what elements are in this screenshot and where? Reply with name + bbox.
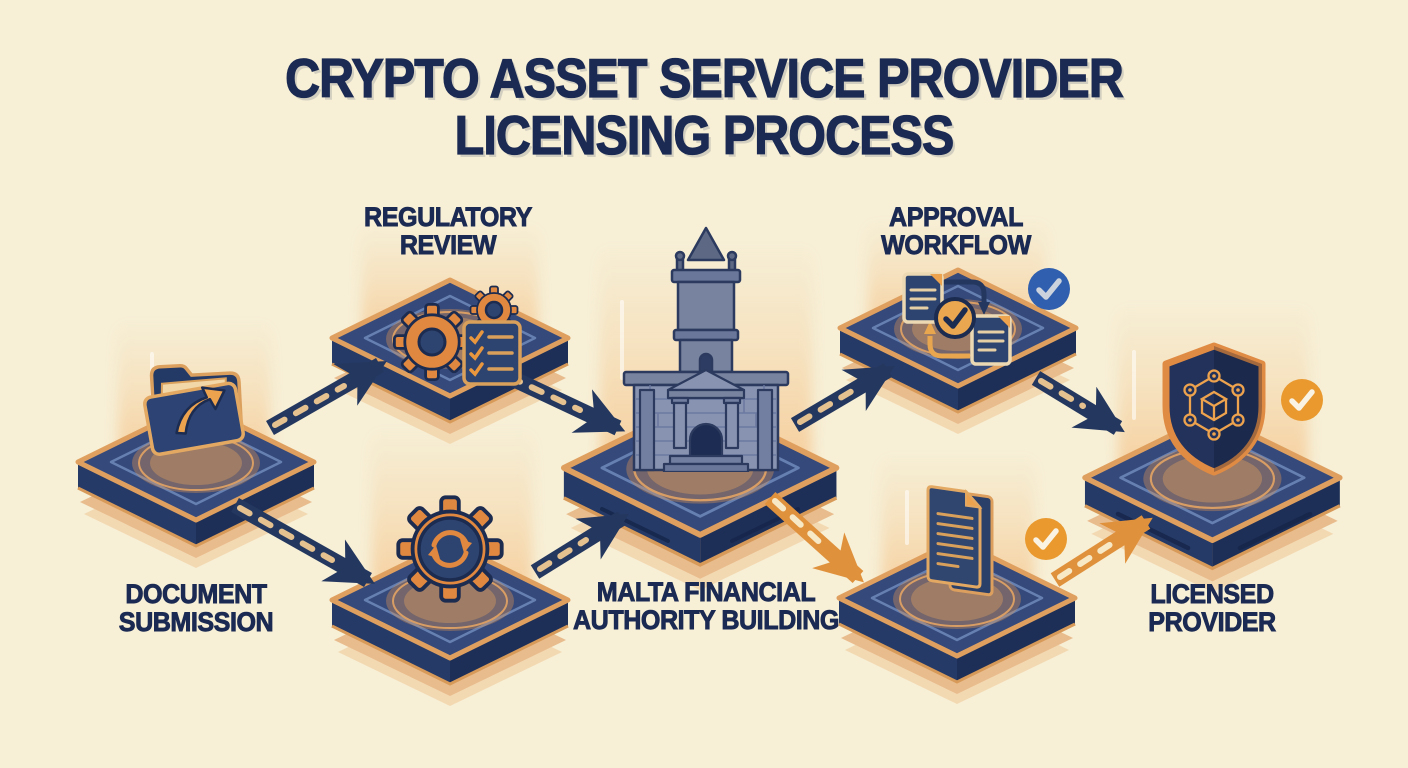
light-streak	[905, 490, 909, 545]
title-line-1: CRYPTO ASSET SERVICE PROVIDER	[285, 47, 1125, 109]
shield-network-icon	[1162, 342, 1266, 476]
label-line: PROVIDER	[1148, 607, 1277, 637]
arrow-approved-documents-to-licensed-provider	[1050, 515, 1153, 587]
arrow-processing-gear-to-malta-financial-authority	[530, 511, 629, 579]
label-line: REVIEW	[399, 230, 497, 260]
label-line: SUBMISSION	[118, 607, 274, 637]
page-title: CRYPTO ASSET SERVICE PROVIDER LICENSING …	[84, 47, 1323, 166]
arrow-malta-financial-authority-to-approval-workflow	[790, 363, 895, 432]
label-approval-workflow: APPROVAL WORKFLOW	[807, 202, 1105, 260]
label-line: APPROVAL	[889, 202, 1024, 232]
gears-checklist-icon	[392, 285, 522, 386]
orange-check-badge	[1281, 379, 1323, 421]
arrow-document-submission-to-processing-gear	[231, 498, 375, 587]
label-line: LICENSED	[1150, 579, 1275, 609]
label-line: MALTA FINANCIAL	[596, 577, 816, 607]
label-licensed-provider: LICENSED PROVIDER	[1063, 579, 1361, 637]
label-malta-financial-authority: MALTA FINANCIAL AUTHORITY BUILDING	[557, 577, 855, 635]
label-line: REGULATORY	[364, 202, 533, 232]
arrow-approval-workflow-to-licensed-provider	[1031, 371, 1125, 435]
title-line-2: LICENSING PROCESS	[454, 104, 955, 166]
label-document-submission: DOCUMENT SUBMISSION	[47, 579, 345, 637]
orange-check-badge	[1025, 518, 1067, 560]
arrow-malta-financial-authority-to-approved-documents	[764, 492, 864, 583]
light-streak	[620, 300, 624, 380]
approved-document-icon	[926, 485, 994, 597]
label-line: DOCUMENT	[125, 579, 268, 609]
label-line: AUTHORITY BUILDING	[573, 605, 840, 635]
documents-cycle-check-icon	[902, 272, 1012, 366]
label-regulatory-review: REGULATORY REVIEW	[299, 202, 597, 260]
arrow-regulatory-review-to-malta-financial-authority	[501, 367, 626, 436]
sync-gear-icon	[396, 495, 504, 603]
light-streak	[1132, 350, 1136, 420]
blue-check-badge	[1028, 268, 1070, 310]
authority-building-icon	[622, 226, 790, 472]
folder-upload-icon	[143, 363, 245, 457]
label-line: WORKFLOW	[881, 230, 1032, 260]
arrow-document-submission-to-regulatory-review	[266, 358, 387, 435]
